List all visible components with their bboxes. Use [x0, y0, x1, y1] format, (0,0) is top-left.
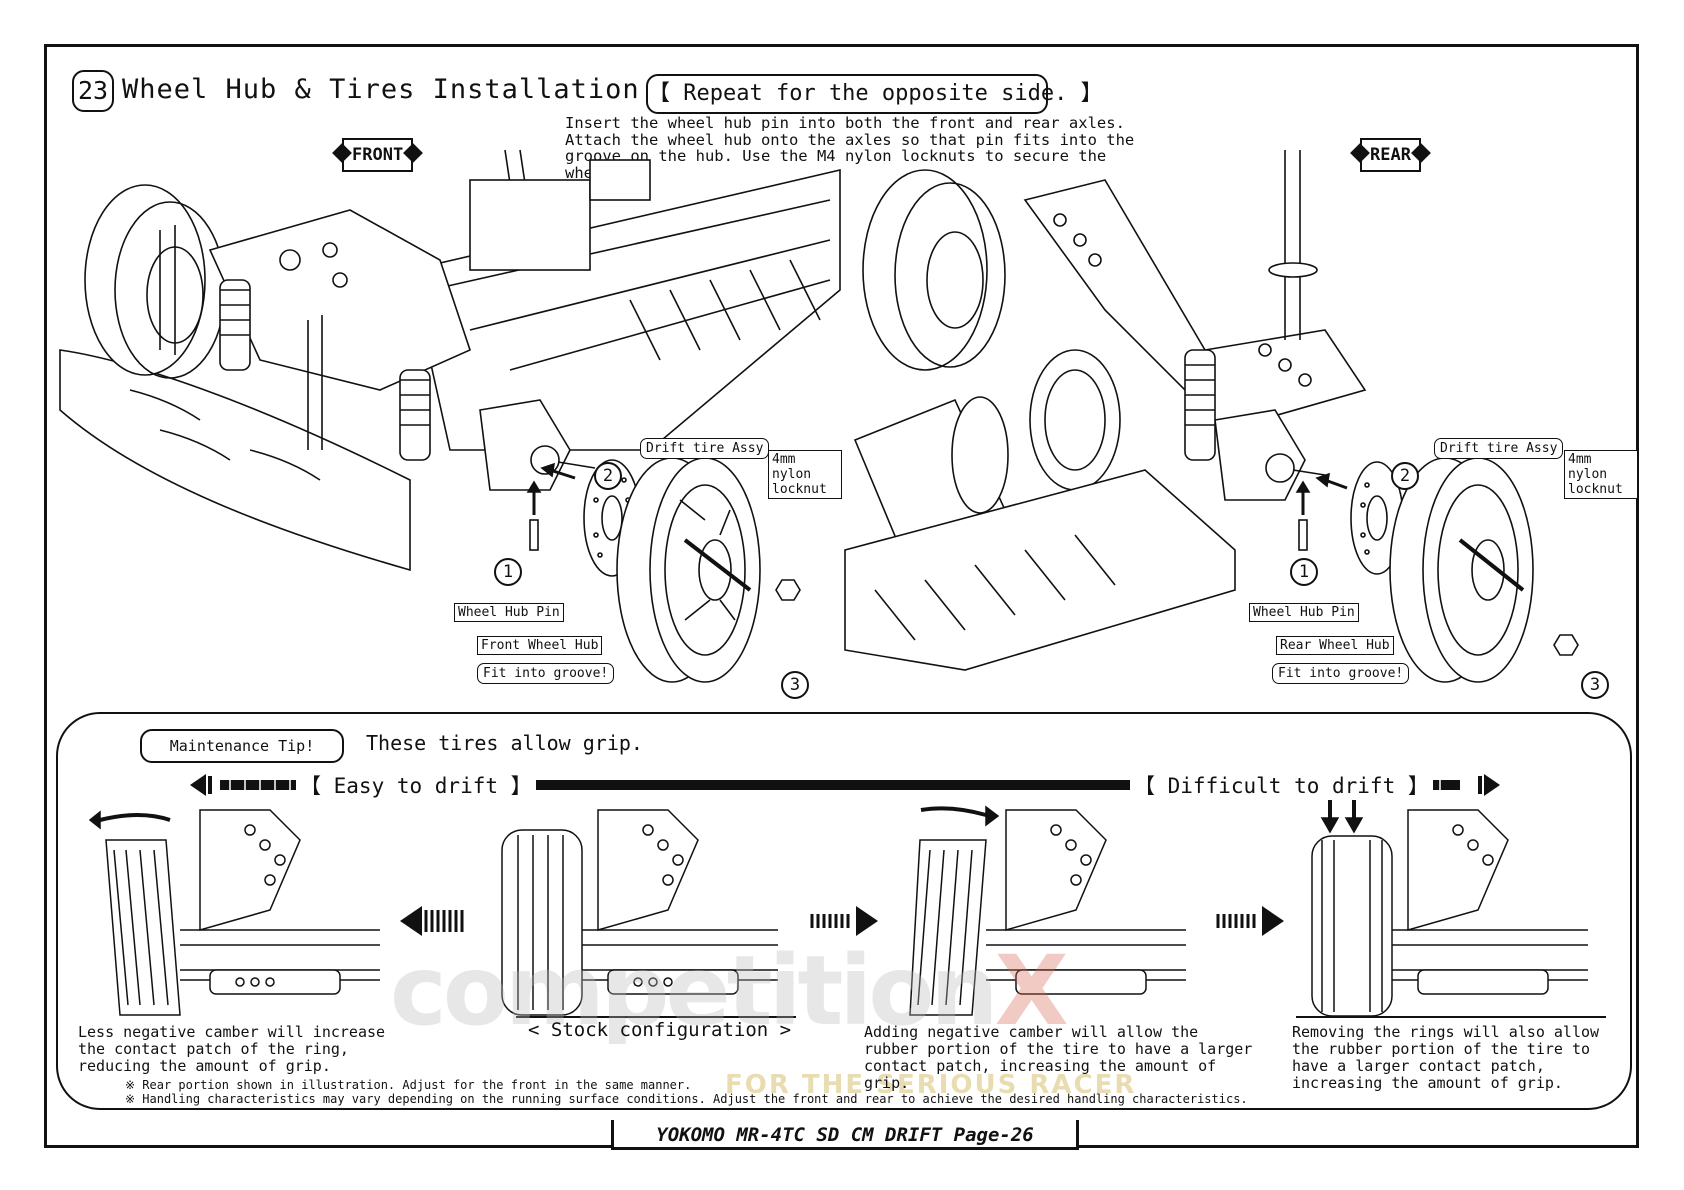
- note-rear-portion: ※ Rear portion shown in illustration. Ad…: [125, 1078, 692, 1092]
- rear-tag: REAR: [1360, 138, 1421, 172]
- rear-tire-label: Drift tire Assy: [1434, 438, 1564, 459]
- rear-chassis-illustration: [844, 150, 1367, 671]
- maintenance-panel: [56, 712, 1632, 1110]
- camber-panel-less: [88, 809, 380, 1016]
- arrow-left-panel: [400, 906, 464, 936]
- watermark-logo: competitionX: [390, 935, 1069, 1047]
- camber-panel-stock: [501, 809, 778, 1016]
- stock-configuration-label: < Stock configuration >: [528, 1019, 792, 1041]
- rear-locknut-label: 4mm nylon locknut: [1564, 450, 1638, 499]
- rear-groove-label: Fit into groove!: [1272, 663, 1410, 684]
- front-locknut-label: 4mm nylon locknut: [768, 450, 842, 499]
- easy-to-drift-label: 【 Easy to drift 】: [296, 770, 536, 800]
- note-handling: ※ Handling characteristics may vary depe…: [125, 1092, 1248, 1106]
- front-callout-1: 1: [494, 558, 522, 586]
- step-number: 23: [72, 70, 114, 112]
- maintenance-tip-badge: Maintenance Tip!: [140, 729, 344, 763]
- rear-callout-2: 2: [1391, 462, 1419, 490]
- panel4-underline: [1296, 1016, 1606, 1018]
- front-exploded-parts: [526, 457, 801, 683]
- arrow-right-panel-2: [1216, 906, 1284, 936]
- step-title: Wheel Hub & Tires Installation: [122, 74, 640, 105]
- caption-more-camber: Adding negative camber will allow the ru…: [864, 1023, 1253, 1092]
- camber-panel-no-rings: [1311, 800, 1588, 1017]
- repeat-note: 【 Repeat for the opposite side. 】: [646, 74, 1103, 114]
- watermark-tagline: FOR THE SERIOUS RACER: [725, 1070, 1137, 1100]
- front-tire-label: Drift tire Assy: [640, 438, 770, 459]
- difficult-to-drift-label: 【 Difficult to drift 】: [1130, 770, 1433, 800]
- rear-callout-1: 1: [1290, 558, 1318, 586]
- rear-hub-label: Rear Wheel Hub: [1276, 636, 1394, 655]
- instructions-text: Insert the wheel hub pin into both the f…: [565, 114, 1135, 181]
- caption-remove-rings: Removing the rings will also allow the r…: [1292, 1023, 1600, 1092]
- rear-exploded-parts: [1295, 457, 1579, 683]
- arrow-right-panel-1: [810, 906, 878, 936]
- front-pin-label: Wheel Hub Pin: [454, 603, 564, 622]
- front-callout-2: 2: [594, 462, 622, 490]
- rear-callout-3: 3: [1581, 671, 1609, 699]
- front-hub-label: Front Wheel Hub: [477, 636, 603, 655]
- front-groove-label: Fit into groove!: [477, 663, 615, 684]
- front-tag: FRONT: [342, 138, 414, 172]
- front-chassis-illustration: [59, 149, 841, 572]
- camber-panel-more: [909, 805, 1186, 1016]
- page-footer: YOKOMO MR-4TC SD CM DRIFT Page-26: [611, 1120, 1079, 1150]
- stock-underline: [516, 1016, 796, 1018]
- grip-heading: These tires allow grip.: [366, 731, 643, 755]
- caption-less-camber: Less negative camber will increase the c…: [78, 1023, 386, 1075]
- front-callout-3: 3: [781, 671, 809, 699]
- rear-pin-label: Wheel Hub Pin: [1249, 603, 1359, 622]
